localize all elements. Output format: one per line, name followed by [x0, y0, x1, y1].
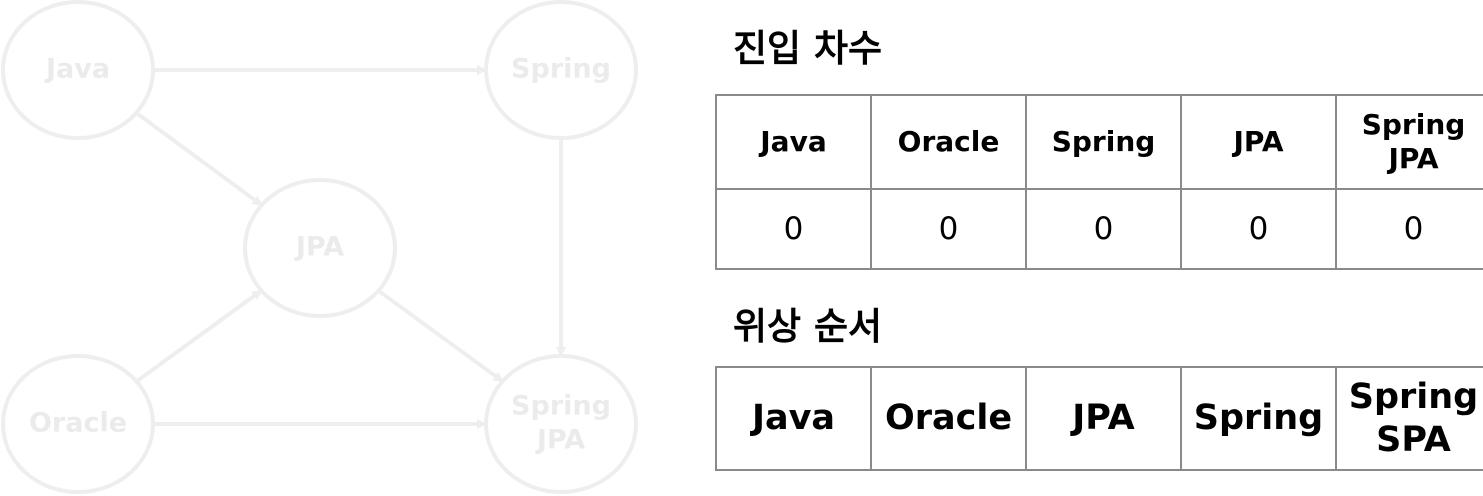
topological-order-row: Java Oracle JPA Spring Spring SPA	[715, 366, 1483, 471]
indegree-header-row: Java Oracle Spring JPA Spring JPA	[715, 94, 1483, 190]
indegree-header-cell: Oracle	[870, 94, 1027, 190]
indegree-value-cell: 0	[715, 188, 872, 270]
topological-order-cell: Spring	[1180, 366, 1337, 471]
indegree-header-cell: Spring	[1025, 94, 1182, 190]
indegree-header-cell: JPA	[1180, 94, 1337, 190]
node-spring: Spring	[484, 0, 638, 140]
indegree-value-cell: 0	[870, 188, 1027, 270]
node-label: JPA	[535, 425, 585, 456]
indegree-header-cell: Java	[715, 94, 872, 190]
node-circle	[243, 178, 397, 318]
indegree-value-cell: 0	[1025, 188, 1182, 270]
topological-order-cell: Spring SPA	[1335, 366, 1483, 471]
node-oracle: Oracle	[1, 354, 155, 494]
indegree-header-cell: Spring JPA	[1335, 94, 1483, 190]
indegree-table: Java Oracle Spring JPA Spring JPA 0 0 0 …	[715, 94, 1483, 270]
topological-order-table: Java Oracle JPA Spring Spring SPA	[715, 366, 1483, 471]
node-java: Java	[1, 0, 155, 140]
edge-java-to-jpa	[135, 111, 263, 207]
node-circle	[484, 354, 638, 494]
indegree-value-row: 0 0 0 0 0	[715, 188, 1483, 270]
node-circle	[1, 354, 155, 494]
indegree-value-cell: 0	[1335, 188, 1483, 270]
node-jpa: JPA	[243, 178, 397, 318]
topological-order-cell: JPA	[1025, 366, 1182, 471]
edge-oracle-to-jpa	[135, 288, 263, 384]
node-circle	[484, 0, 638, 140]
indegree-value-cell: 0	[1180, 188, 1337, 270]
topological-order-cell: Java	[715, 366, 872, 471]
node-label: Spring	[511, 54, 611, 85]
node-circle	[1, 0, 155, 140]
edge-jpa-to-springjpa	[377, 289, 504, 383]
indegree-title: 진입 차수	[733, 27, 883, 70]
node-label: Java	[44, 54, 110, 85]
node-label: Spring	[511, 391, 611, 422]
topological-order-cell: Oracle	[870, 366, 1027, 471]
topological-order-title: 위상 순서	[733, 305, 883, 348]
node-label: Oracle	[29, 408, 127, 439]
node-label: JPA	[294, 232, 344, 263]
